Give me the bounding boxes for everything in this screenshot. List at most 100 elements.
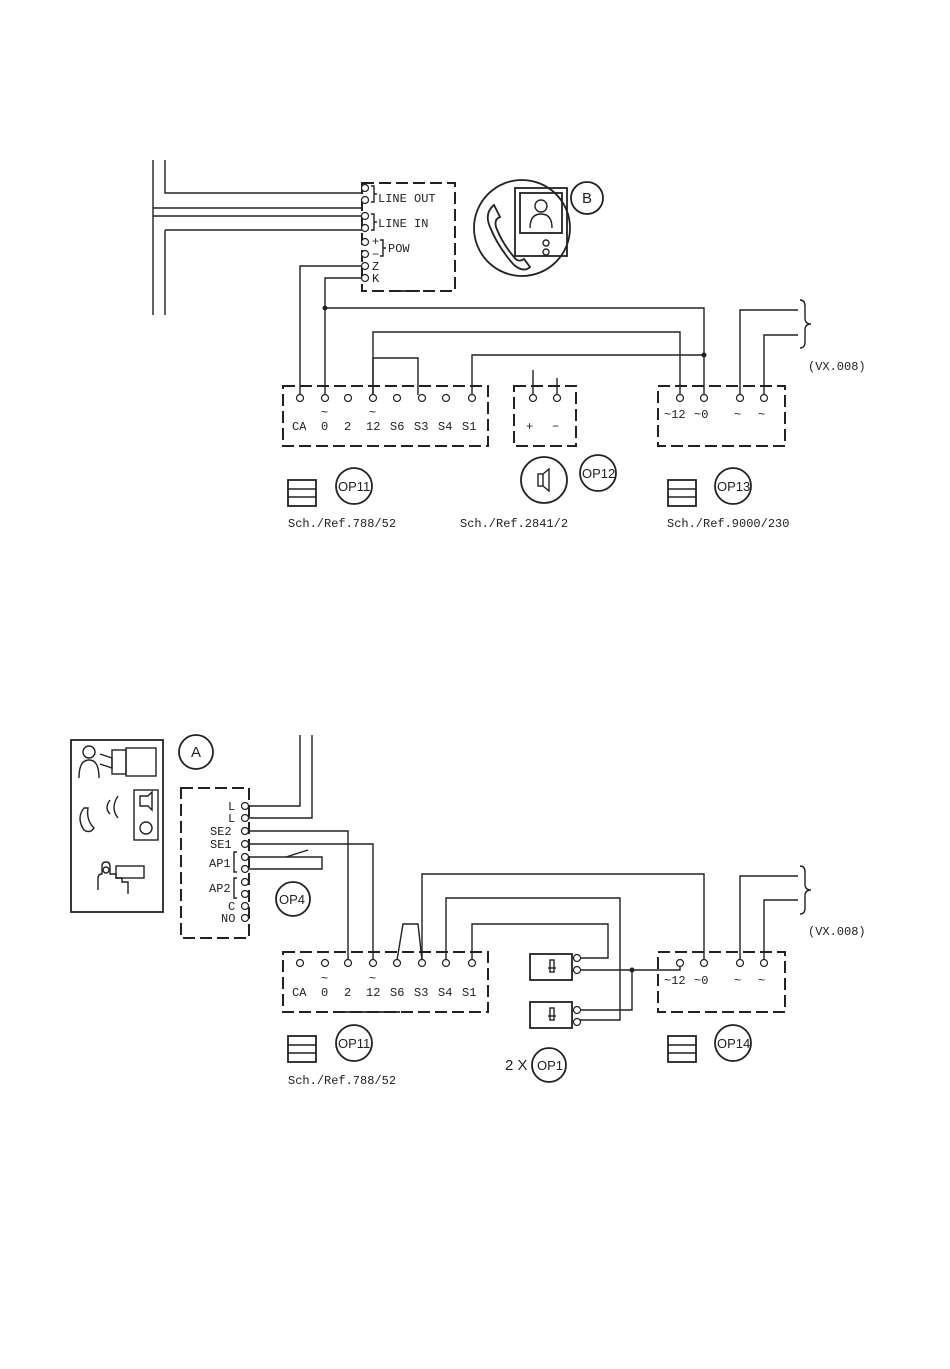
op14-bottom: OP14 (717, 1036, 750, 1051)
strip-label-2: 2 (344, 420, 351, 434)
label-b: B (582, 190, 592, 207)
relay-contact-icon (286, 850, 308, 857)
trafo-label-12: ~12 (664, 408, 686, 422)
top-terminal-strip: CA 0 2 12 S6 S3 S4 S1 ~ ~ (283, 386, 488, 446)
op4-ap1: AP1 (209, 857, 231, 871)
module-icon-2 (668, 480, 696, 506)
top-transformer: ~12 ~0 ~ ~ (658, 386, 785, 446)
module-icon-4 (668, 1036, 696, 1062)
strip-label-12: 12 (366, 420, 380, 434)
bottom-transformer: ~12 ~0 ~ ~ (658, 952, 785, 1012)
strip-label-s4: S4 (438, 420, 452, 434)
trafo-label-ac1: ~ (734, 408, 741, 422)
ap1-loop (249, 857, 322, 869)
strip-b-label-s3: S3 (414, 986, 428, 1000)
strip-terminal (322, 960, 329, 967)
terminal-line-in-1 (362, 213, 369, 220)
strip-tilde-12: ~ (369, 406, 376, 420)
line-out-label: LINE OUT (378, 192, 436, 206)
strip-terminal (443, 960, 450, 967)
op13-top: OP13 (717, 479, 750, 494)
strip-terminal (297, 395, 304, 402)
terminal-pow-minus (362, 251, 369, 258)
strip-terminal (419, 960, 426, 967)
module-icon-3 (288, 1036, 316, 1062)
strip-terminal (370, 395, 377, 402)
op4-module: L L SE2 SE1 AP1 AP2 C NO OP4 (181, 788, 310, 938)
strip-terminal (345, 960, 352, 967)
speaker-terminal-plus (530, 395, 537, 402)
strip-tilde-0: ~ (321, 406, 328, 420)
module-icon-1 (288, 480, 316, 506)
op4-se1: SE1 (210, 838, 232, 852)
strip-terminal (345, 395, 352, 402)
ref-2841: Sch./Ref.2841/2 (460, 517, 568, 531)
line-in-label: LINE IN (378, 217, 428, 231)
op4-badge: OP4 (279, 892, 305, 907)
pow-label: POW (388, 242, 410, 256)
ref-788-top: Sch./Ref.788/52 (288, 517, 396, 531)
terminal-pow-plus (362, 239, 369, 246)
speaker-plus-label: + (526, 420, 533, 434)
strip-b-label-12: 12 (366, 986, 380, 1000)
top-vx-label: (VX.008) (808, 360, 866, 374)
ref-788-bottom: Sch./Ref.788/52 (288, 1074, 396, 1088)
top-section: LINE OUT LINE IN + − POW Z K B (153, 160, 866, 531)
bottom-terminal-strip: CA 0 2 12 S6 S3 S4 S1 ~ ~ (283, 952, 488, 1012)
op4-l2: L (228, 812, 235, 826)
op4-ap2: AP2 (209, 882, 231, 896)
video-handset: B (474, 180, 603, 276)
face-icon (80, 808, 94, 832)
trafo-b-label-0: ~0 (694, 974, 708, 988)
trafo-b-label-ac1: ~ (734, 974, 741, 988)
strip-label-0: 0 (321, 420, 328, 434)
strip-b-label-s4: S4 (438, 986, 452, 1000)
label-a: A (191, 744, 201, 761)
strip-b-tilde-12: ~ (369, 972, 376, 986)
op1-badge: OP1 (537, 1058, 563, 1073)
strip-terminal (443, 395, 450, 402)
ref-9000: Sch./Ref.9000/230 (667, 517, 789, 531)
strip-label-ca: CA (292, 420, 307, 434)
op4-no: NO (221, 912, 235, 926)
trafo-label-ac2: ~ (758, 408, 765, 422)
strip-terminal (322, 395, 329, 402)
strip-terminal (469, 395, 476, 402)
person-icon (79, 760, 99, 778)
strip-b-label-0: 0 (321, 986, 328, 1000)
terminal-line-out-1 (362, 185, 369, 192)
strip-b-label-s1: S1 (462, 986, 476, 1000)
strip-b-tilde-0: ~ (321, 972, 328, 986)
speaker-terminal-minus (554, 395, 561, 402)
push-button-1 (530, 954, 581, 980)
op11-top: OP11 (338, 479, 370, 494)
handset-icon (488, 205, 530, 270)
line-module: LINE OUT LINE IN + − POW Z K (362, 183, 456, 291)
strip-label-s6: S6 (390, 420, 404, 434)
strip-terminal (394, 960, 401, 967)
strip-label-s1: S1 (462, 420, 476, 434)
bottom-section: A L L SE2 SE1 AP1 AP2 C NO OP4 (71, 735, 866, 1088)
strip-b-label-2: 2 (344, 986, 351, 1000)
push-button-2 (530, 1002, 581, 1028)
strip-terminal (394, 395, 401, 402)
strip-b-label-s6: S6 (390, 986, 404, 1000)
strip-terminal (297, 960, 304, 967)
op12-top: OP12 (582, 466, 615, 481)
trafo-b-label-12: ~12 (664, 974, 686, 988)
op4-se2: SE2 (210, 825, 232, 839)
bottom-vx-label: (VX.008) (808, 925, 866, 939)
strip-terminal (469, 960, 476, 967)
speaker-grille-icon (140, 792, 152, 810)
strip-terminal (370, 960, 377, 967)
op11-bottom: OP11 (338, 1036, 370, 1051)
speaker-minus-label: − (552, 420, 559, 434)
speaker-module: + − (514, 386, 576, 446)
strip-b-label-ca: CA (292, 986, 307, 1000)
strip-terminal (419, 395, 426, 402)
terminal-line-out-2 (362, 197, 369, 204)
speaker-icon (521, 457, 567, 503)
pow-plus-label: + (372, 235, 379, 249)
terminal-line-in-2 (362, 225, 369, 232)
